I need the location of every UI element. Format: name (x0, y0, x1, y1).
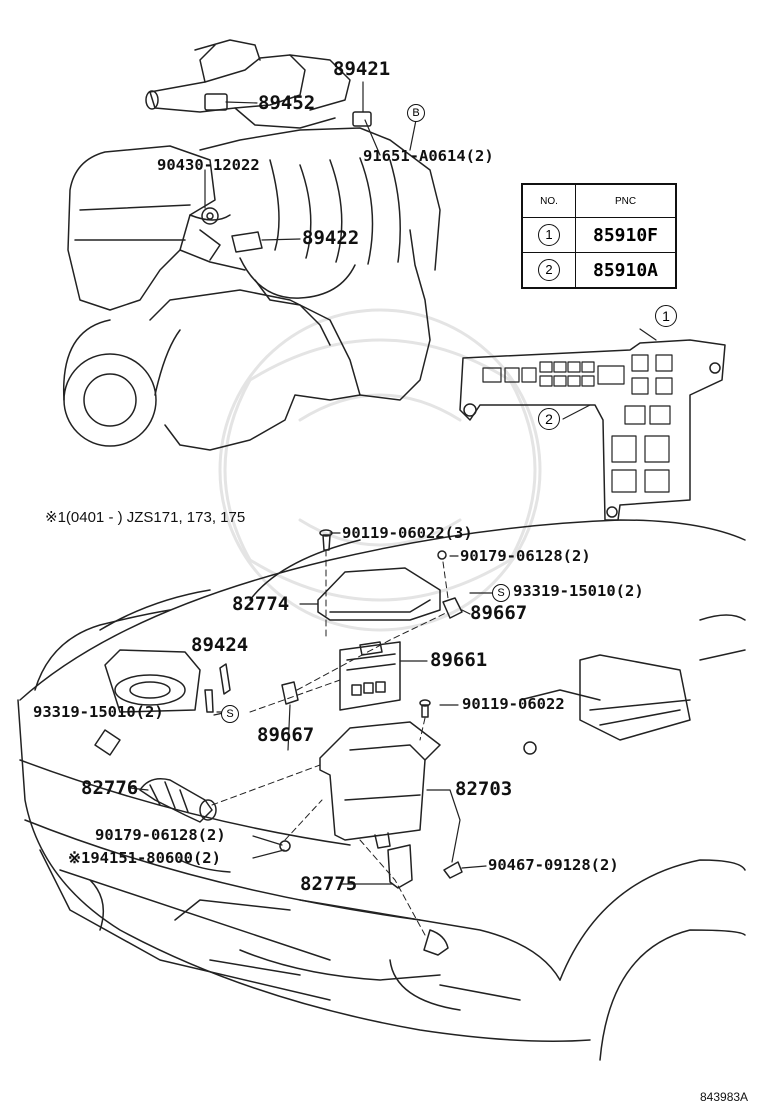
watermark-emblem (218, 308, 542, 632)
engine-illustration (62, 39, 441, 451)
callout-93319-15010-lower: 93319-15010(2) (33, 703, 164, 721)
callout-82776: 82776 (81, 777, 139, 799)
callout-194151-80600: ※194151-80600(2) (68, 849, 221, 867)
pnc-table: NO. PNC 1 85910F 2 85910A (521, 183, 677, 289)
callout-89421: 89421 (333, 58, 391, 80)
header-pnc: PNC (575, 183, 677, 218)
callout-89422: 89422 (302, 227, 360, 249)
row-pnc: 85910F (575, 217, 677, 253)
table-row: 2 85910A (521, 252, 677, 289)
junction-callout-2: 2 (538, 408, 560, 430)
applicability-note: ※1(0401 - ) JZS171, 173, 175 (45, 509, 246, 526)
junction-callout-1: 1 (655, 305, 677, 327)
callout-89667-lower: 89667 (257, 724, 315, 746)
symbol-s-lower: S (221, 705, 239, 723)
symbol-b: B (407, 104, 425, 122)
callout-82703: 82703 (455, 778, 513, 800)
callout-89424: 89424 (191, 634, 249, 656)
junction-block-illustration (459, 339, 726, 521)
callout-90179-06128-lower: 90179-06128(2) (95, 826, 226, 844)
callout-91651-a0614: 91651-A0614(2) (363, 147, 494, 165)
callout-82774: 82774 (232, 593, 290, 615)
row-pnc: 85910A (575, 252, 677, 289)
header-no: NO. (521, 183, 576, 218)
figure-code: 843983A (700, 1090, 749, 1104)
callout-82775: 82775 (300, 873, 358, 895)
pnc-table-header: NO. PNC (521, 183, 677, 218)
callout-89661: 89661 (430, 649, 488, 671)
symbol-s-upper: S (492, 584, 510, 602)
callout-93319-15010-upper: 93319-15010(2) (513, 582, 644, 600)
ecu-parts-illustration (139, 529, 463, 956)
callout-90430-12022: 90430-12022 (157, 156, 260, 174)
vehicle-front-illustration (17, 519, 746, 1061)
row-no-circle: 1 (538, 224, 560, 246)
row-no-circle: 2 (538, 259, 560, 281)
callout-90467-09128: 90467-09128(2) (488, 856, 619, 874)
leader-lines (129, 81, 657, 885)
callout-89452: 89452 (258, 92, 316, 114)
dashed-locating-lines (211, 549, 449, 936)
callout-89667-upper: 89667 (470, 602, 528, 624)
callout-90179-06128-upper: 90179-06128(2) (460, 547, 591, 565)
table-row: 1 85910F (521, 217, 677, 253)
callout-90119-06022-3: 90119-06022(3) (342, 524, 473, 542)
callout-90119-06022: 90119-06022 (462, 695, 565, 713)
